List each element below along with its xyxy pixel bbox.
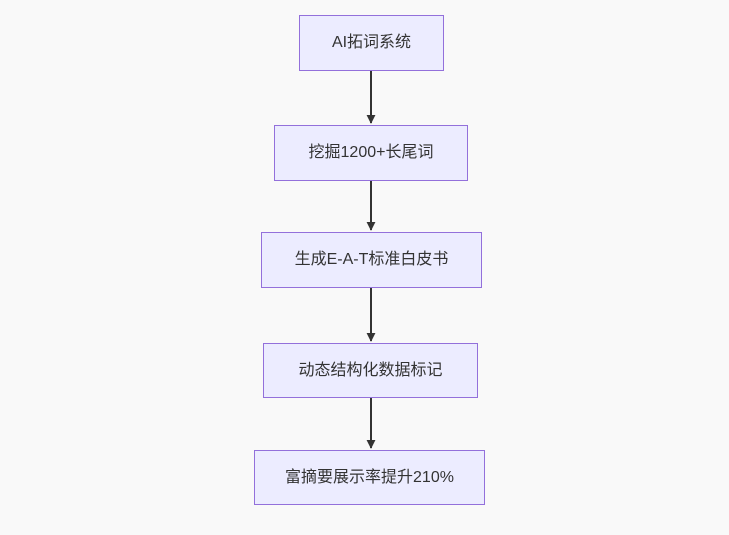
flow-node-eat-whitepaper: 生成E-A-T标准白皮书: [261, 232, 482, 288]
flow-node-ai-keyword-system: AI拓词系统: [299, 15, 444, 71]
flow-node-label: 富摘要展示率提升210%: [285, 468, 454, 486]
flow-node-label: 挖掘1200+长尾词: [308, 144, 434, 161]
flow-node-structured-data-markup: 动态结构化数据标记: [263, 343, 478, 398]
flow-node-label: 动态结构化数据标记: [298, 361, 443, 379]
flow-node-rich-snippet-result: 富摘要展示率提升210%: [254, 450, 485, 505]
flow-node-label: AI拓词系统: [331, 34, 412, 51]
flow-node-label: 生成E-A-T标准白皮书: [294, 251, 449, 268]
flow-node-longtail-mining: 挖掘1200+长尾词: [274, 125, 468, 181]
